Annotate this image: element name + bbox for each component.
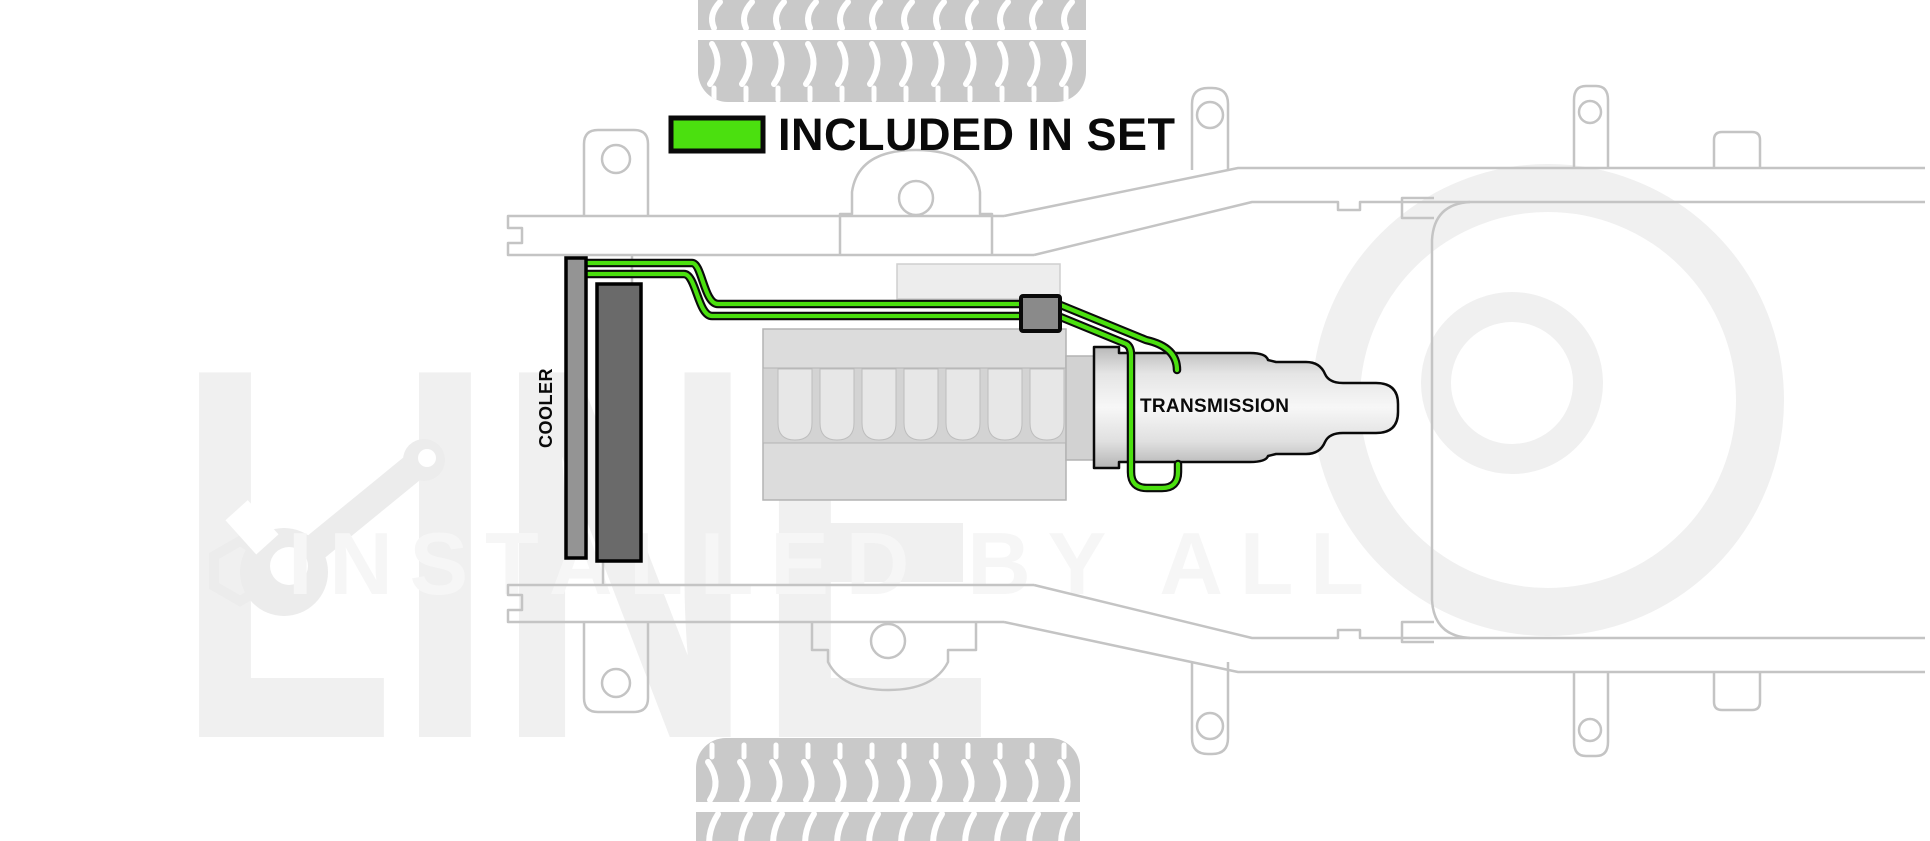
engine-intake	[896, 263, 1061, 300]
frame-tab-rear2-bottom-hole	[1577, 717, 1603, 743]
tire-bottom-stripe	[696, 802, 1080, 812]
frame-shackle-hole-bottom	[600, 667, 632, 699]
frame-crossmember-top	[838, 148, 994, 255]
frame-crossmember-hole-bottom	[869, 622, 907, 660]
tire-top	[698, 0, 1086, 102]
line-clamp	[1019, 294, 1062, 333]
engine-cylinder	[777, 368, 813, 441]
transmission-label: TRANSMISSION	[1140, 396, 1289, 417]
frame-tab-rear3-bottom	[1712, 672, 1762, 712]
frame-tab-rear2-top	[1572, 84, 1610, 168]
engine-cylinder	[819, 368, 855, 441]
legend-label: INCLUDED IN SET	[778, 109, 1176, 160]
frame-rail-rear-bottom-inner	[1033, 583, 1925, 640]
watermark-tagline-text: INSTALLED BY ALL	[288, 514, 1378, 613]
engine-cylinder	[987, 368, 1023, 441]
wrench-head-hole	[270, 547, 308, 585]
frame-crossmember-bottom	[810, 622, 978, 692]
frame-rail-front-top	[506, 214, 1034, 257]
frame-rear-box-edge	[1430, 200, 1471, 640]
engine-bellhousing-adapter	[1065, 355, 1095, 461]
transmission: TRANSMISSION	[1092, 345, 1400, 470]
tire-bottom-tread	[696, 738, 1080, 841]
tire-bottom	[696, 738, 1080, 841]
frame-shackle-hole	[600, 143, 632, 175]
frame-rear-box-ear-bottom	[1400, 620, 1434, 644]
tire-top-tread	[698, 0, 1086, 102]
cooler-lines	[575, 258, 1183, 493]
frame-rail-front-bottom	[506, 583, 1034, 624]
wrench-icon	[209, 439, 445, 616]
watermark-co-rings	[1312, 164, 1784, 636]
legend: INCLUDED IN SET	[668, 109, 1176, 160]
engine-cylinders	[777, 368, 1065, 441]
cooler-front-bar	[564, 256, 588, 560]
frame-tab-rear3-top	[1712, 130, 1762, 168]
frame-rail-rear-bottom-outer	[1003, 620, 1925, 674]
frame-tab-rear1-top	[1190, 86, 1230, 170]
frame-tab-rear2-hole	[1577, 99, 1603, 125]
cooler-line-front	[577, 260, 1180, 373]
tire-top-stripe	[698, 30, 1086, 40]
watermark-big-o-ring	[1312, 164, 1784, 636]
frame-rear-box-ear-top	[1400, 196, 1434, 220]
cooler: COOLER	[536, 256, 643, 563]
frame-tab-rear1-hole	[1195, 100, 1225, 130]
engine-cylinder	[945, 368, 981, 441]
wrench-handle	[286, 448, 434, 574]
frame-shackle-front-bottom	[582, 622, 650, 714]
frame-crossmember-hole	[897, 179, 935, 217]
wrench-tip-hole	[418, 449, 436, 467]
frame-shackle-front-top	[582, 128, 650, 216]
frame-rail-rear-top-inner	[1033, 200, 1925, 257]
engine	[762, 263, 1095, 501]
cooler-label: COOLER	[536, 368, 556, 448]
chassis-frame	[506, 84, 1925, 758]
frame-tab-rear2-bottom	[1572, 672, 1610, 758]
frame-tab-rear1-bottom-hole	[1195, 711, 1225, 741]
engine-cylinder	[903, 368, 939, 441]
cooler-line-rear	[577, 271, 1181, 491]
cooler-rear-bar	[595, 282, 643, 563]
engine-cylinder	[1029, 368, 1065, 441]
engine-cylinder	[861, 368, 897, 441]
wrench-jaw-gap	[225, 500, 279, 555]
legend-swatch	[668, 115, 766, 154]
transmission-body	[1092, 345, 1400, 470]
frame-tab-rear1-bottom	[1190, 662, 1230, 756]
frame-rail-rear-top-outer	[1003, 166, 1925, 218]
watermark-small-o-ring	[1421, 292, 1603, 474]
